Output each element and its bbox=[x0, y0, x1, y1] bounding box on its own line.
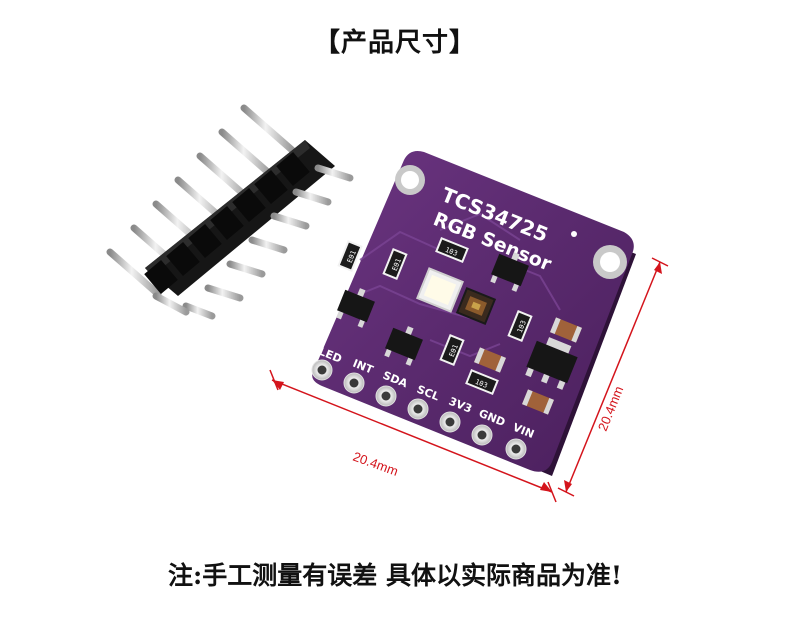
transistor-q2 bbox=[336, 288, 375, 328]
voltage-regulator bbox=[525, 337, 578, 390]
color-sensor-chip bbox=[455, 287, 497, 325]
resistor-r5: 103 bbox=[507, 310, 533, 342]
resistor-r4: E01 bbox=[439, 334, 465, 366]
dimension-width bbox=[269, 369, 557, 503]
mounting-hole-top-right bbox=[593, 245, 627, 279]
pin-holes bbox=[311, 359, 527, 460]
capacitor-c1 bbox=[550, 317, 582, 343]
page-title: 【产品尺寸】 bbox=[313, 28, 476, 58]
resistor-r6: 103 bbox=[465, 368, 499, 396]
transistor-q1 bbox=[490, 252, 529, 292]
mounting-hole-top-left bbox=[395, 165, 425, 195]
header-pin-strip bbox=[106, 104, 354, 320]
resistor-r3: E01 bbox=[382, 248, 408, 280]
pcb-board: TCS34725 RGB Sensor E01 103 E01 E01 103 … bbox=[311, 151, 636, 476]
white-led bbox=[416, 267, 464, 313]
measurement-note: 注:手工测量有误差 具体以实际商品为准! bbox=[168, 561, 622, 590]
capacitor-c3 bbox=[522, 389, 554, 415]
resistor-r1: E01 bbox=[337, 240, 363, 272]
dimension-width-label: 20.4mm bbox=[351, 449, 400, 479]
transistor-q3 bbox=[384, 326, 423, 366]
resistor-r2: 103 bbox=[435, 236, 469, 264]
silkscreen-dot bbox=[571, 231, 577, 237]
dimension-height bbox=[557, 257, 669, 497]
capacitor-c2 bbox=[474, 347, 506, 373]
